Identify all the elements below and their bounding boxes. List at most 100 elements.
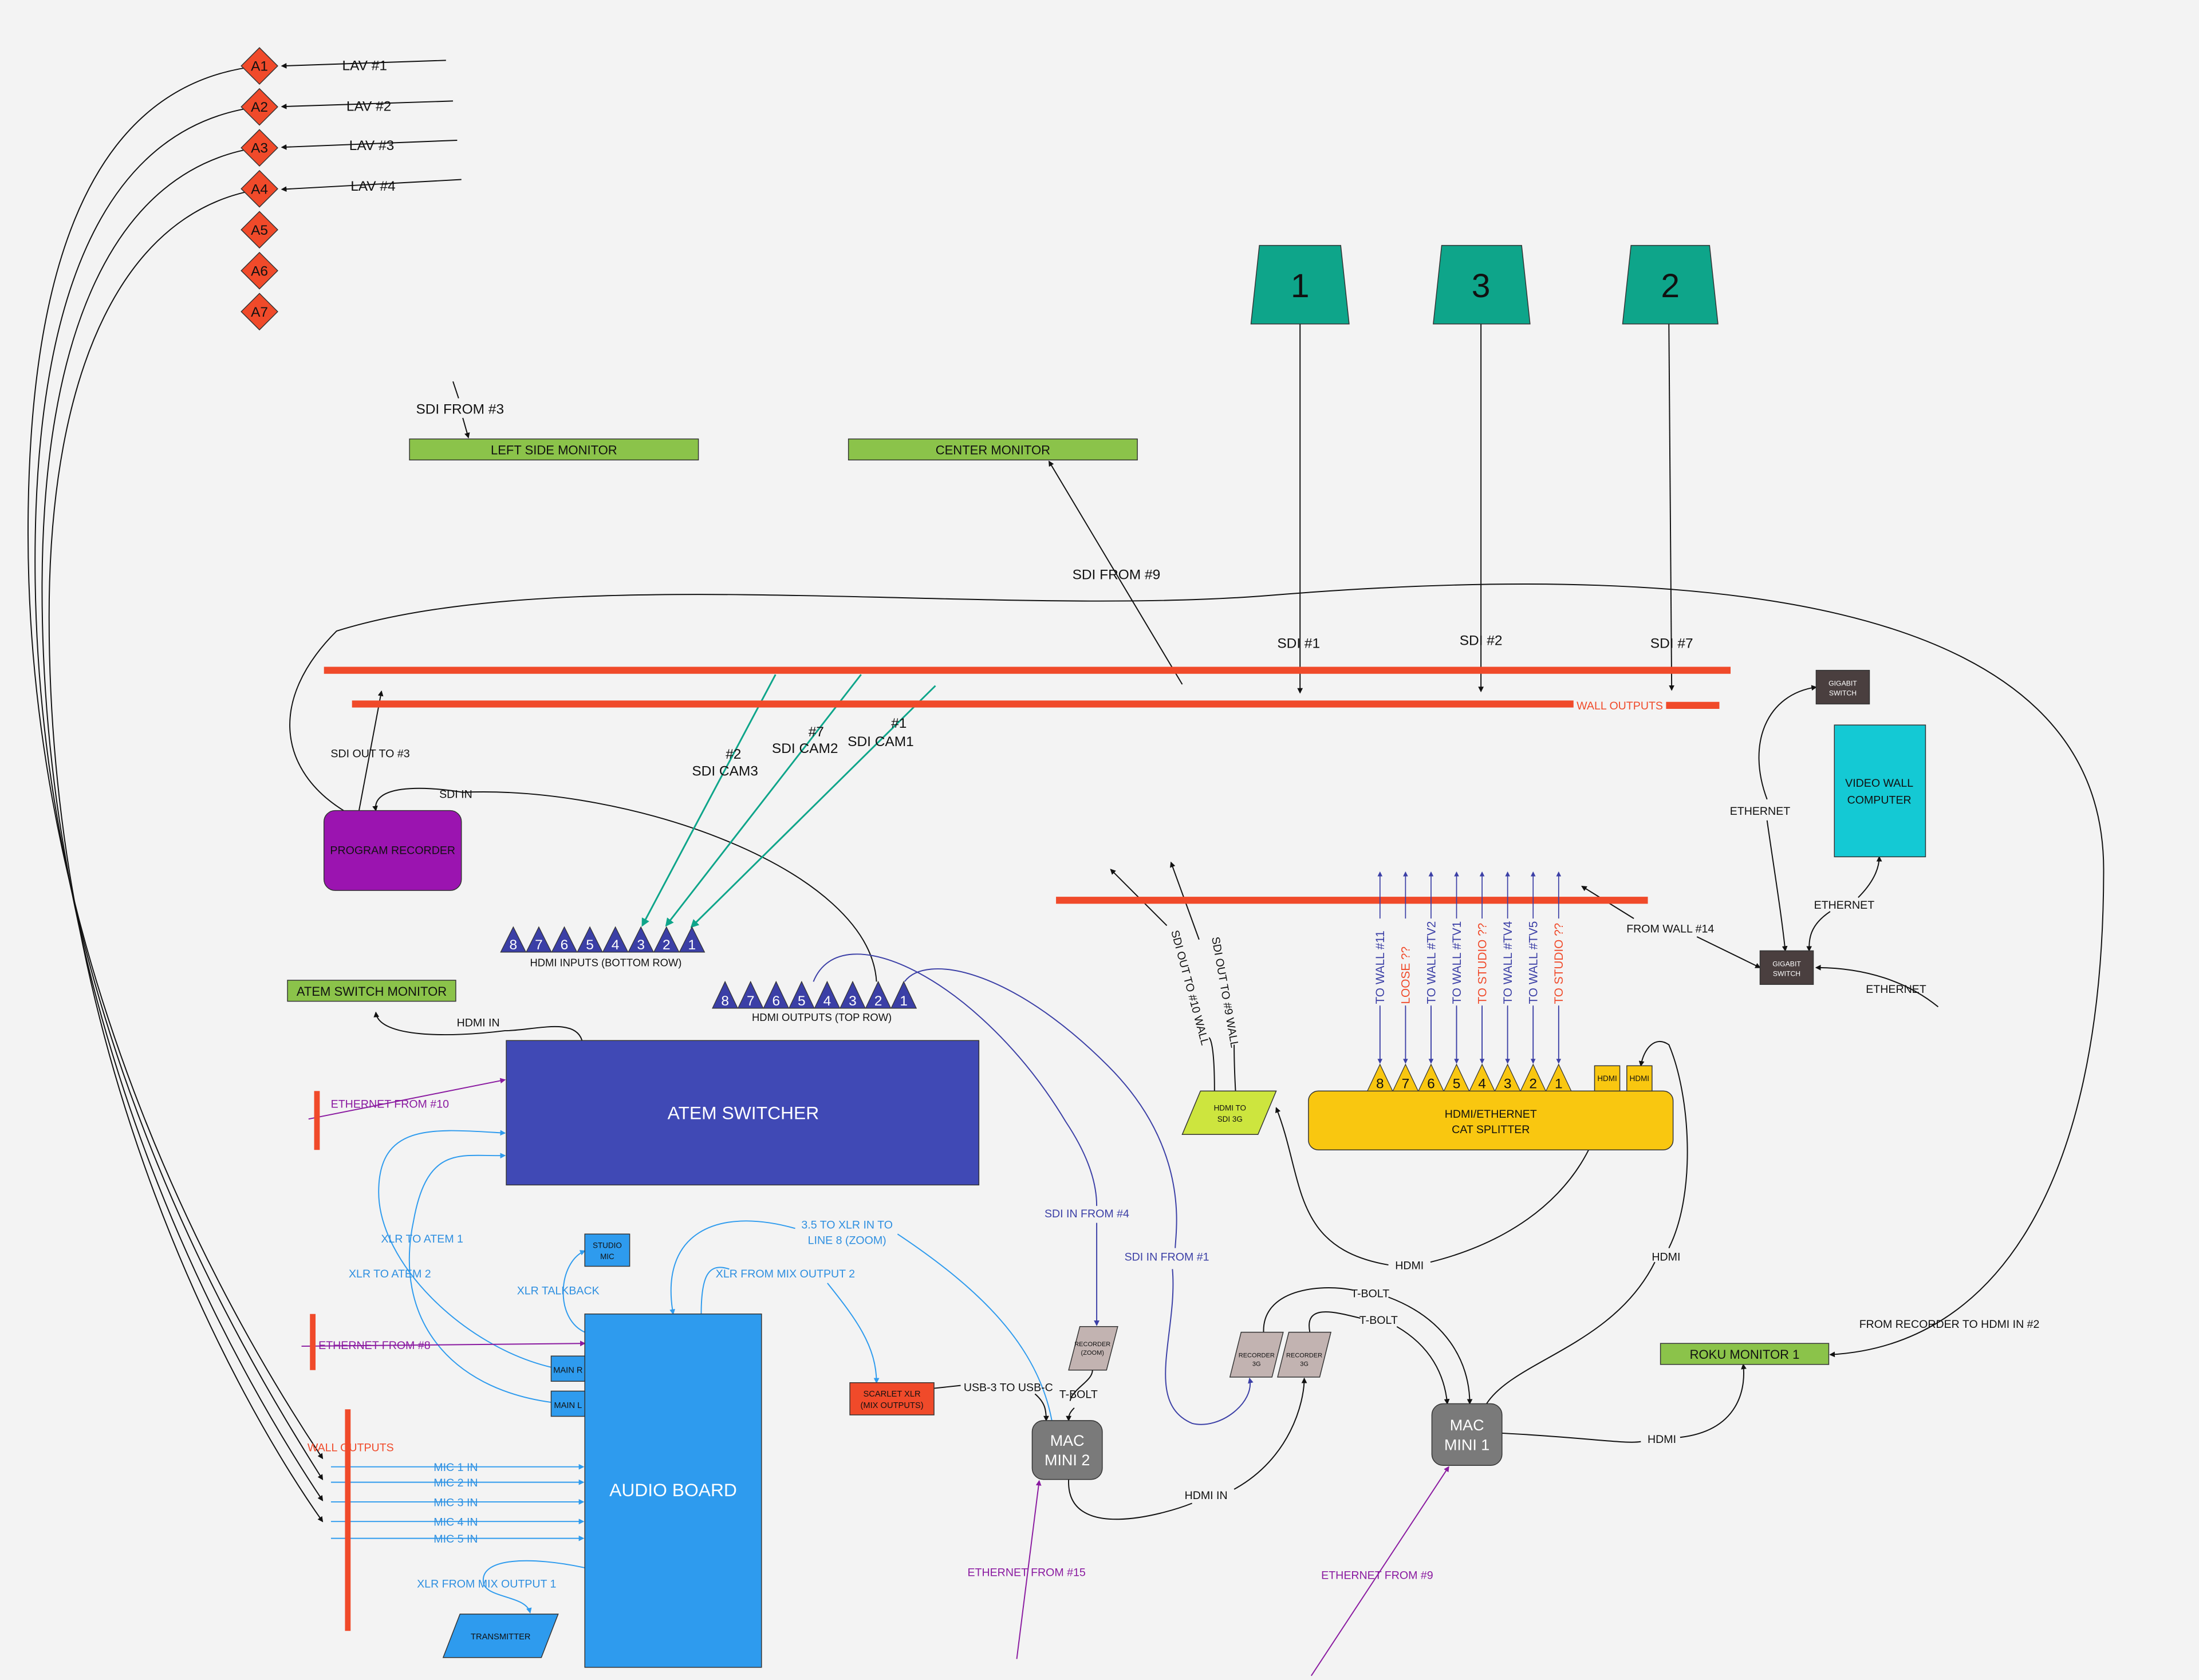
audio-channel-a5[interactable] <box>241 211 278 249</box>
splitter-hdmi-port[interactable] <box>1594 1065 1621 1092</box>
atem-switch-monitor[interactable] <box>287 980 456 1002</box>
hdmi-output-port[interactable] <box>788 980 815 1009</box>
roku-monitor[interactable] <box>1660 1343 1830 1365</box>
hdmi-input-port[interactable] <box>602 926 629 953</box>
hdmi-input-port[interactable] <box>577 926 604 953</box>
audio-channel-a4[interactable] <box>241 169 278 208</box>
splitter-hdmi-port[interactable] <box>1626 1065 1653 1092</box>
mic-lines <box>330 1464 585 1541</box>
scarlet-label: (MIX OUTPUTS) <box>860 1401 923 1410</box>
label: HDMI <box>1395 1259 1424 1272</box>
vwc-label: VIDEO WALL <box>1845 777 1913 790</box>
label: SDI OUT TO #10 WALL <box>1168 929 1211 1047</box>
hdmi-input-port[interactable] <box>551 926 578 953</box>
studio-mic-label: MIC <box>600 1252 614 1261</box>
splitter-port[interactable] <box>1417 1063 1444 1091</box>
center-monitor[interactable] <box>848 438 1138 461</box>
camera-1[interactable] <box>1250 244 1350 325</box>
roku-label: ROKU MONITOR 1 <box>1690 1347 1800 1362</box>
splitter-port[interactable] <box>1443 1063 1470 1091</box>
port-number: 3 <box>637 937 645 953</box>
hdmi-to-sdi-converter[interactable] <box>1181 1090 1277 1135</box>
splitter-port[interactable] <box>1520 1063 1547 1091</box>
splitter-port[interactable] <box>1392 1063 1419 1091</box>
label: SDI IN FROM #4 <box>1045 1208 1129 1220</box>
label: #7 <box>809 724 824 740</box>
hdmi-output-port[interactable] <box>737 980 764 1009</box>
hdmi-input-port[interactable] <box>679 926 706 953</box>
main-l-output[interactable] <box>550 1390 585 1417</box>
hdmi-output-port[interactable] <box>890 980 917 1009</box>
transmitter[interactable] <box>442 1614 559 1658</box>
label: SDI IN <box>439 788 472 801</box>
audio-channel-a2[interactable] <box>241 88 278 126</box>
hdmi-input-port[interactable] <box>525 926 552 953</box>
main-r-output[interactable] <box>550 1355 585 1382</box>
camera-3[interactable] <box>1433 244 1531 325</box>
label: SDI #2 <box>1460 633 1503 649</box>
recorder-3g-label: 3G <box>1300 1360 1309 1367</box>
switch-label: GIGABIT <box>1772 960 1801 968</box>
hdmi-output-port[interactable] <box>839 980 866 1009</box>
splitter-port[interactable] <box>1494 1063 1521 1091</box>
label: ETHERNET <box>1814 899 1875 912</box>
hdmi-output-port[interactable] <box>763 980 790 1009</box>
label: SDI FROM #9 <box>1073 567 1161 582</box>
audio-channel-label: A5 <box>251 223 268 238</box>
mac-mini-1[interactable] <box>1431 1403 1503 1466</box>
wall-outputs-label: WALL OUTPUTS <box>1577 700 1663 712</box>
hdmi-output-port[interactable] <box>814 980 841 1009</box>
hdmi-input-port[interactable] <box>653 926 680 953</box>
studio-mic[interactable] <box>584 1233 630 1267</box>
splitter-port[interactable] <box>1366 1063 1393 1091</box>
splitter-port[interactable] <box>1545 1063 1572 1091</box>
label: SDI #1 <box>1277 636 1320 651</box>
recorder-3g-b[interactable] <box>1277 1331 1332 1378</box>
hdmi-input-port[interactable] <box>628 926 655 953</box>
hdmi-output-port[interactable] <box>865 980 892 1009</box>
recorder-3g-label: 3G <box>1252 1360 1261 1367</box>
label: T-BOLT <box>1359 1314 1398 1327</box>
label: HDMI IN <box>457 1017 500 1030</box>
camera-2[interactable] <box>1622 244 1719 325</box>
audio-board[interactable] <box>584 1314 762 1668</box>
audio-channel-a7[interactable] <box>241 293 278 331</box>
left-side-monitor[interactable] <box>409 438 699 461</box>
label: XLR TO ATEM 2 <box>349 1268 431 1280</box>
gigabit-switch-top[interactable] <box>1815 669 1870 705</box>
atem-switcher[interactable] <box>506 1040 980 1186</box>
mac-mini-2-label: MAC <box>1050 1432 1085 1449</box>
port-number: 8 <box>1376 1076 1384 1091</box>
audio-channel-a6[interactable] <box>241 251 278 290</box>
mac-mini-2[interactable] <box>1031 1420 1103 1480</box>
audio-channel-label: A1 <box>251 59 268 74</box>
port-number: 7 <box>1402 1076 1410 1091</box>
label: HDMI <box>1652 1251 1680 1264</box>
devices: LEFT SIDE MONITOR CENTER MONITOR PROGRAM… <box>287 438 1926 1668</box>
program-recorder[interactable] <box>323 810 462 891</box>
hdmi-input-port[interactable] <box>500 926 527 953</box>
left-monitor-label: LEFT SIDE MONITOR <box>491 443 617 458</box>
gigabit-switch-bottom[interactable] <box>1759 950 1814 985</box>
mac-mini-2-label: MINI 2 <box>1045 1452 1090 1469</box>
label: SDI OUT TO #9 WALL <box>1209 936 1241 1048</box>
audio-channel-a3[interactable] <box>241 129 278 167</box>
scarlet-xlr[interactable] <box>849 1382 935 1415</box>
label: SDI FROM #3 <box>416 402 504 417</box>
splitter-output-label: TO STUDIO ?? <box>1552 923 1566 1004</box>
label: #2 <box>726 747 741 762</box>
hdmi-port-label: HDMI <box>1597 1074 1617 1083</box>
wires <box>27 60 2105 1677</box>
hdmi-output-port[interactable] <box>712 980 739 1009</box>
camera-number: 2 <box>1661 267 1680 305</box>
audio-channel-a1[interactable] <box>241 47 278 85</box>
splitter-port[interactable] <box>1469 1063 1496 1091</box>
splitter-output-label: TO STUDIO ?? <box>1476 923 1489 1004</box>
label: SDI OUT TO #3 <box>330 748 409 760</box>
studio-mic-label: STUDIO <box>593 1241 622 1250</box>
recorder-zoom[interactable] <box>1068 1326 1118 1371</box>
recorder-3g-a[interactable] <box>1229 1331 1284 1378</box>
video-wall-computer[interactable] <box>1834 724 1926 858</box>
